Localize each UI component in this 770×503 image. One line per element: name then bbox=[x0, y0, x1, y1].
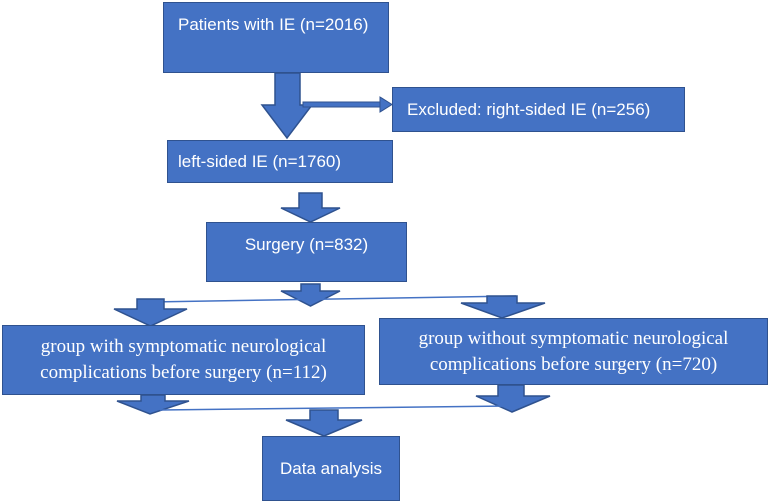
arrow-from-without-group bbox=[475, 384, 551, 413]
arrow-to-without-group bbox=[460, 295, 546, 319]
arrow-to-excluded-shaft bbox=[302, 101, 382, 108]
arrow-from-with-group bbox=[116, 394, 190, 415]
arrow-to-with-group bbox=[113, 298, 188, 327]
arrow-to-analysis bbox=[285, 409, 363, 437]
without-group-box: group without symptomatic neurological c… bbox=[379, 318, 768, 385]
left-sided-box: left-sided IE (n=1760) bbox=[167, 140, 393, 183]
without-group-line1: group without symptomatic neurological bbox=[418, 327, 729, 349]
with-group-box: group with symptomatic neurological comp… bbox=[2, 325, 365, 395]
split-line bbox=[149, 295, 517, 303]
surgery-label: Surgery (n=832) bbox=[244, 235, 369, 254]
analysis-label: Data analysis bbox=[280, 458, 383, 478]
analysis-box: Data analysis bbox=[262, 436, 400, 501]
left-sided-label: left-sided IE (n=1760) bbox=[178, 151, 342, 171]
excluded-box: Excluded: right-sided IE (n=256) bbox=[392, 87, 685, 132]
patients-label: Patients with IE (n=2016) bbox=[178, 15, 369, 34]
arrow-to-excluded-head bbox=[379, 96, 393, 113]
arrow-patients-to-left-sided bbox=[260, 72, 314, 140]
excluded-label: Excluded: right-sided IE (n=256) bbox=[407, 99, 651, 119]
without-group-line2: complications before surgery (n=720) bbox=[429, 353, 718, 375]
arrow-left-sided-to-surgery bbox=[280, 192, 341, 223]
arrow-surgery-down bbox=[280, 283, 341, 307]
surgery-box: Surgery (n=832) bbox=[206, 222, 407, 282]
patients-box: Patients with IE (n=2016) bbox=[163, 2, 389, 73]
with-group-line1: group with symptomatic neurological bbox=[40, 336, 327, 357]
with-group-line2: complications before surgery (n=112) bbox=[40, 362, 327, 383]
merge-line bbox=[159, 405, 511, 411]
